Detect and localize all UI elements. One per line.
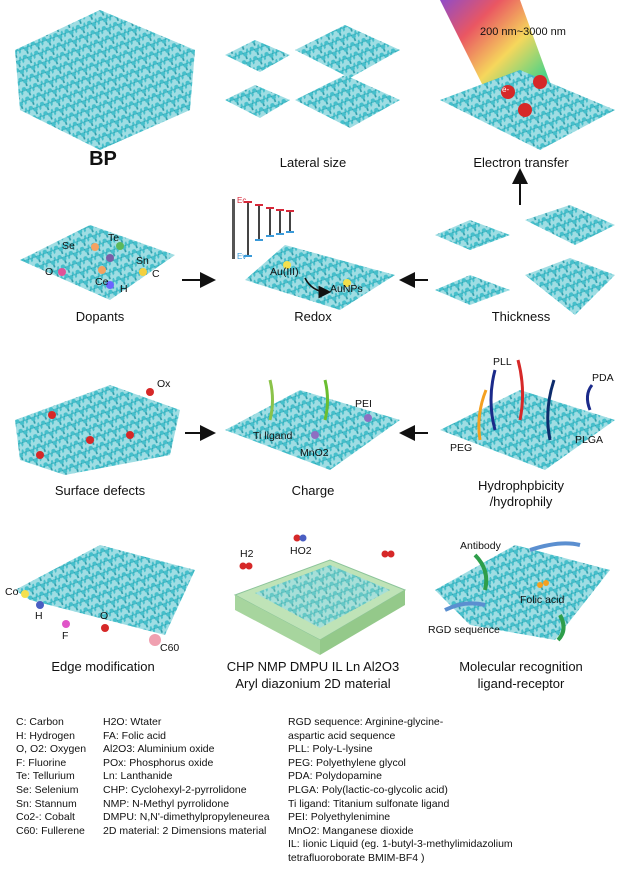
- legend-entry: NMP: N-Methyl pyrrolidone: [103, 797, 230, 810]
- redox-illustration: [232, 199, 395, 310]
- label-molecular-recognition: Molecular recognition: [459, 659, 583, 674]
- wavelength-range: 200 nm~3000 nm: [480, 26, 566, 38]
- lateral-size-lattices: [225, 25, 400, 128]
- edge-c60: C60: [160, 642, 180, 654]
- redox-au3: Au(III): [270, 266, 299, 278]
- legend-entry: CHP: Cyclohexyl-2-pyrrolidone: [103, 783, 247, 796]
- legend-entry: O, O2: Oxygen: [16, 743, 87, 756]
- label-solvents: CHP NMP DMPU IL Ln Al2O3: [226, 659, 400, 674]
- label-dopants: Dopants: [75, 309, 125, 324]
- legend-entry: Sn: Stannum: [16, 797, 77, 810]
- legend-entry: RGD sequence: Arginine-glycine-: [288, 716, 444, 728]
- legend-entry: POx: Phosphorus oxide: [103, 756, 214, 769]
- label-charge: Charge: [291, 483, 335, 498]
- valence-band-tag: Ev: [237, 252, 247, 261]
- legend-entry: FA: Folic acid: [103, 729, 167, 742]
- charge-ti-ligand: Ti ligand: [253, 430, 293, 442]
- polymer-peg: PEG: [450, 442, 473, 454]
- legend-entry: PLL: Poly-L-lysine: [288, 743, 373, 756]
- dopant-sn: Sn: [136, 255, 149, 267]
- thickness-lattices: [435, 205, 615, 315]
- legend-entry: PDA: Polydopamine: [288, 770, 382, 783]
- bp-bulk-lattice: [15, 10, 195, 150]
- legend-entry: F: Fluorine: [16, 756, 67, 769]
- dopants-lattice: [20, 225, 175, 300]
- dopant-ce: Ce: [95, 276, 109, 288]
- molecule-h2: H2: [240, 548, 254, 560]
- label-surface-defects: Surface defects: [54, 483, 146, 498]
- label-hydrophily: /hydrophily: [489, 494, 553, 509]
- legend-entry: 2D material: 2 Dimensions material: [103, 824, 267, 837]
- polymer-pda: PDA: [592, 372, 614, 384]
- label-bp: BP: [89, 148, 117, 170]
- charge-pei: PEI: [355, 398, 372, 410]
- legend-entry: H: Hydrogen: [16, 729, 75, 742]
- tag-antibody: Antibody: [460, 540, 501, 552]
- charge-lattice: [225, 379, 400, 470]
- legend-entry: Ln: Lanthanide: [103, 770, 173, 783]
- label-aryl-2d: Aryl diazonium 2D material: [235, 676, 391, 691]
- tag-folic-acid: Folic acid: [520, 594, 565, 606]
- label-lateral-size: Lateral size: [279, 155, 347, 170]
- legend-entry: C: Carbon: [16, 716, 64, 728]
- legend-entry: IL: Iionic Liquid (eg. 1-butyl-3-methyli…: [288, 838, 513, 851]
- label-electron-transfer: Electron transfer: [473, 155, 569, 170]
- legend-entry: H2O: Wtater: [103, 716, 162, 728]
- legend-entry: Se: Selenium: [16, 783, 79, 796]
- solvent-exfoliation-illustration: [233, 534, 407, 655]
- polymer-plga: PLGA: [575, 434, 604, 446]
- tag-rgd-sequence: RGD sequence: [428, 624, 500, 636]
- legend-entry: DMPU: N,N'-dimethylpropyleneurea: [103, 811, 270, 824]
- legend-entry: aspartic acid sequence: [288, 729, 396, 742]
- label-ligand-receptor: ligand-receptor: [477, 676, 565, 691]
- edge-h: H: [35, 610, 43, 622]
- surface-defects-lattice: [15, 385, 180, 475]
- legend-entry: MnO2: Manganese dioxide: [288, 824, 414, 837]
- dopant-c: C: [152, 268, 160, 280]
- edge-co: Co: [5, 586, 19, 598]
- legend-entry: PEI: Polyethylenimine: [288, 811, 391, 824]
- legend-entry: Co2-: Cobalt: [16, 811, 75, 824]
- redox-aunps: AuNPs: [330, 283, 363, 295]
- electron-tag: e-: [502, 85, 510, 94]
- legend-ligands: RGD sequence: Arginine-glycine-aspartic …: [288, 716, 513, 866]
- legend-entry: Ti ligand: Titanium sulfonate ligand: [288, 797, 450, 810]
- label-edge-modification: Edge modification: [51, 659, 155, 674]
- polymer-pll: PLL: [493, 356, 512, 368]
- legend-entry: PEG: Polyethylene glycol: [288, 756, 406, 769]
- oxide-tag: Ox: [157, 378, 171, 390]
- legend-entry: PLGA: Poly(lactic-co-glycolic acid): [288, 783, 448, 796]
- dopant-h: H: [120, 283, 128, 295]
- edge-f: F: [62, 630, 69, 642]
- dopant-te: Te: [108, 232, 120, 244]
- label-hydrophobicity: Hydrophpbicity: [478, 478, 564, 493]
- edge-o: O: [100, 610, 109, 622]
- dopant-se: Se: [62, 240, 75, 252]
- charge-mno2: MnO2: [300, 447, 329, 459]
- edge-modification-lattice: [15, 545, 195, 646]
- legend-entry: C60: Fullerene: [16, 824, 85, 837]
- legend-entry: Al2O3: Aluminium oxide: [103, 743, 215, 756]
- label-thickness: Thickness: [491, 309, 551, 324]
- conduction-band-tag: Ec: [237, 196, 247, 205]
- molecular-recognition-lattice: [435, 541, 610, 642]
- legend-entry: tetrafluoroborate BMIM-BF4 ): [288, 851, 425, 864]
- legend-entry: Te: Tellurium: [16, 770, 75, 783]
- dopant-o: O: [45, 266, 54, 278]
- label-redox: Redox: [294, 309, 332, 324]
- hydrophobicity-lattice: [440, 359, 615, 470]
- electron-transfer-illustration: [440, 0, 615, 150]
- molecule-ho2: HO2: [290, 545, 312, 557]
